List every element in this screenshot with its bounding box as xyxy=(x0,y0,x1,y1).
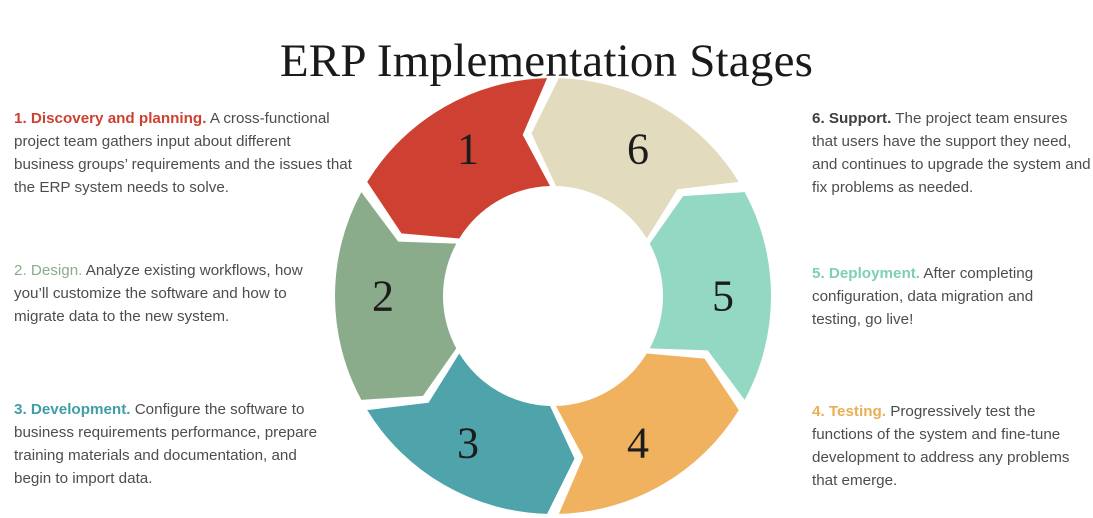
cycle-number-5: 5 xyxy=(712,272,734,321)
stage-blurb-3: 3. Development. Configure the software t… xyxy=(14,398,330,490)
stage-lead-4: 4. Testing. xyxy=(812,403,886,421)
cycle-svg: 1 2 3 4 5 6 xyxy=(335,78,771,514)
cycle-number-2: 2 xyxy=(372,272,394,321)
stage-blurb-5: 5. Deployment. After completing configur… xyxy=(812,262,1052,331)
stage-body-6: The project team ensures that users have… xyxy=(812,110,1091,197)
cycle-segments xyxy=(335,78,771,514)
cycle-segment-1[interactable] xyxy=(367,78,551,239)
stage-body-2: Analyze existing workflows, how you’ll c… xyxy=(14,262,303,326)
cycle-segment-6[interactable] xyxy=(531,78,739,239)
stage-blurb-4: 4. Testing. Progressively test the funct… xyxy=(812,400,1072,492)
erp-cycle-diagram: 1 2 3 4 5 6 xyxy=(330,62,780,518)
stage-body-1: A cross-functional project team gathers … xyxy=(14,110,352,197)
cycle-segment-4[interactable] xyxy=(555,353,739,514)
stage-blurb-2: 2. Design. Analyze existing workflows, h… xyxy=(14,259,326,328)
cycle-number-4: 4 xyxy=(627,419,649,468)
cycle-segment-numbers: 1 2 3 4 5 6 xyxy=(372,124,734,467)
cycle-segment-2[interactable] xyxy=(335,192,457,400)
stage-lead-2: 2. Design. xyxy=(14,262,83,280)
stage-lead-6: 6. Support. xyxy=(812,110,892,128)
stage-lead-5: 5. Deployment. xyxy=(812,265,921,283)
stage-blurb-6: 6. Support. The project team ensures tha… xyxy=(812,107,1093,199)
cycle-segment-3[interactable] xyxy=(367,353,575,514)
stage-body-4: Progressively test the functions of the … xyxy=(812,403,1070,490)
stage-lead-3: 3. Development. xyxy=(14,401,131,419)
cycle-number-3: 3 xyxy=(457,419,479,468)
stage-lead-1: 1. Discovery and planning. xyxy=(14,110,207,128)
cycle-number-1: 1 xyxy=(457,124,479,173)
stage-body-5: After completing configuration, data mig… xyxy=(812,265,1034,329)
cycle-segment-5[interactable] xyxy=(649,192,771,400)
stage-blurb-1: 1. Discovery and planning. A cross-funct… xyxy=(14,107,354,199)
cycle-number-6: 6 xyxy=(627,124,649,173)
stage-body-3: Configure the software to business requi… xyxy=(14,401,318,488)
